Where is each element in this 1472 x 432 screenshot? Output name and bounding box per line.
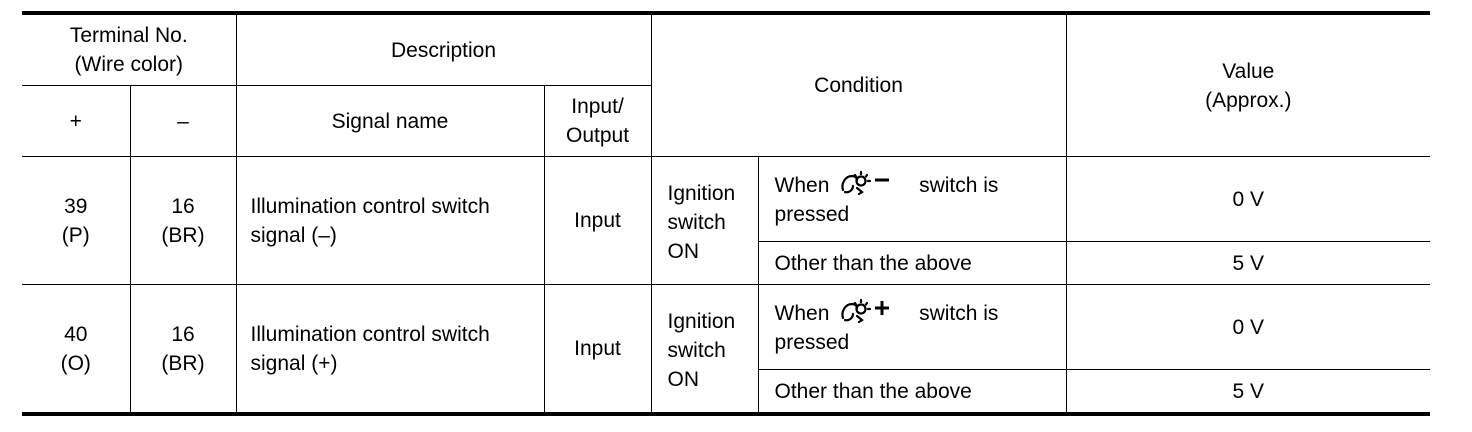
condition-when: When: [774, 301, 830, 325]
value-header: Value (Approx.): [1065, 11, 1431, 157]
terminal-table: Terminal No. (Wire color) Description Co…: [22, 11, 1431, 416]
ignition-line: Ignition: [667, 182, 736, 205]
terminal-no-label: Terminal No.: [69, 24, 188, 47]
value-cell: 5 V: [1065, 369, 1431, 416]
io-cell: Input: [543, 156, 652, 285]
description-header: Description: [235, 11, 652, 86]
approx-label: (Approx.): [1205, 88, 1292, 112]
illumination-plus-icon: [841, 298, 890, 323]
input-output-header: Input/ Output: [543, 85, 652, 157]
condition-after: switch is: [919, 173, 999, 197]
condition-cell: Other than the above: [758, 241, 1067, 285]
terminal-table-container: Terminal No. (Wire color) Description Co…: [22, 11, 1431, 416]
value-cell: 0 V: [1065, 284, 1431, 370]
signal-name-line: Illumination control switch: [250, 322, 490, 346]
header-row-1: Terminal No. (Wire color) Description Co…: [22, 11, 1431, 157]
minus-header: –: [129, 85, 237, 157]
value-cell: 0 V: [1065, 156, 1431, 242]
illumination-minus-icon: [841, 170, 890, 195]
wire-color: (P): [61, 223, 90, 247]
wire-color: (O): [60, 351, 91, 375]
minus-terminal-cell: 16 (BR): [129, 156, 237, 285]
ignition-line: switch: [667, 339, 726, 362]
terminal-no-header: Terminal No. (Wire color): [22, 11, 237, 86]
terminal-number: 39: [64, 194, 88, 218]
plus-terminal-cell: 39 (P): [22, 156, 131, 285]
ignition-line: ON: [667, 368, 700, 391]
condition-cell: When switch is pressed: [757, 156, 1067, 242]
minus-terminal-cell: 16 (BR): [129, 284, 237, 416]
terminal-number: 16: [171, 194, 195, 218]
wire-color-label: (Wire color): [74, 53, 184, 76]
signal-name-line: Illumination control switch: [250, 194, 490, 218]
condition-line2: pressed: [774, 330, 850, 354]
ignition-cell: Ignition switch ON: [650, 284, 759, 416]
signal-name-cell: Illumination control switch signal (–): [235, 156, 545, 285]
ignition-line: ON: [667, 240, 700, 263]
terminal-number: 40: [64, 322, 88, 346]
signal-name-cell: Illumination control switch signal (+): [235, 284, 545, 416]
ignition-cell: Ignition switch ON: [650, 156, 759, 285]
signal-name-line: signal (–): [250, 223, 337, 247]
ignition-line: Ignition: [667, 310, 736, 333]
condition-cell: When switch is pressed: [757, 284, 1067, 370]
condition-when: When: [774, 173, 830, 197]
plus-header: +: [22, 85, 131, 157]
condition-cell: Other than the above: [758, 369, 1067, 416]
signal-name-header: Signal name: [235, 85, 545, 157]
condition-header: Condition: [650, 11, 1067, 157]
table-row: 39 (P) 16 (BR) Illumination control swit…: [22, 156, 1431, 285]
plus-terminal-cell: 40 (O): [22, 284, 131, 416]
value-label: Value: [1222, 59, 1275, 83]
ignition-line: switch: [667, 211, 726, 234]
wire-color: (BR): [161, 223, 205, 247]
terminal-number: 16: [171, 322, 195, 346]
wire-color: (BR): [161, 351, 205, 375]
condition-line2: pressed: [774, 202, 850, 226]
io-cell: Input: [543, 284, 652, 416]
signal-name-line: signal (+): [250, 351, 338, 375]
input-label: Input/: [571, 95, 624, 118]
table-row: 40 (O) 16 (BR) Illumination control swit…: [22, 284, 1431, 416]
condition-after: switch is: [919, 301, 999, 325]
table-row: Other than the above 5 V: [22, 369, 1431, 416]
output-label: Output: [565, 124, 630, 147]
value-cell: 5 V: [1065, 241, 1431, 285]
